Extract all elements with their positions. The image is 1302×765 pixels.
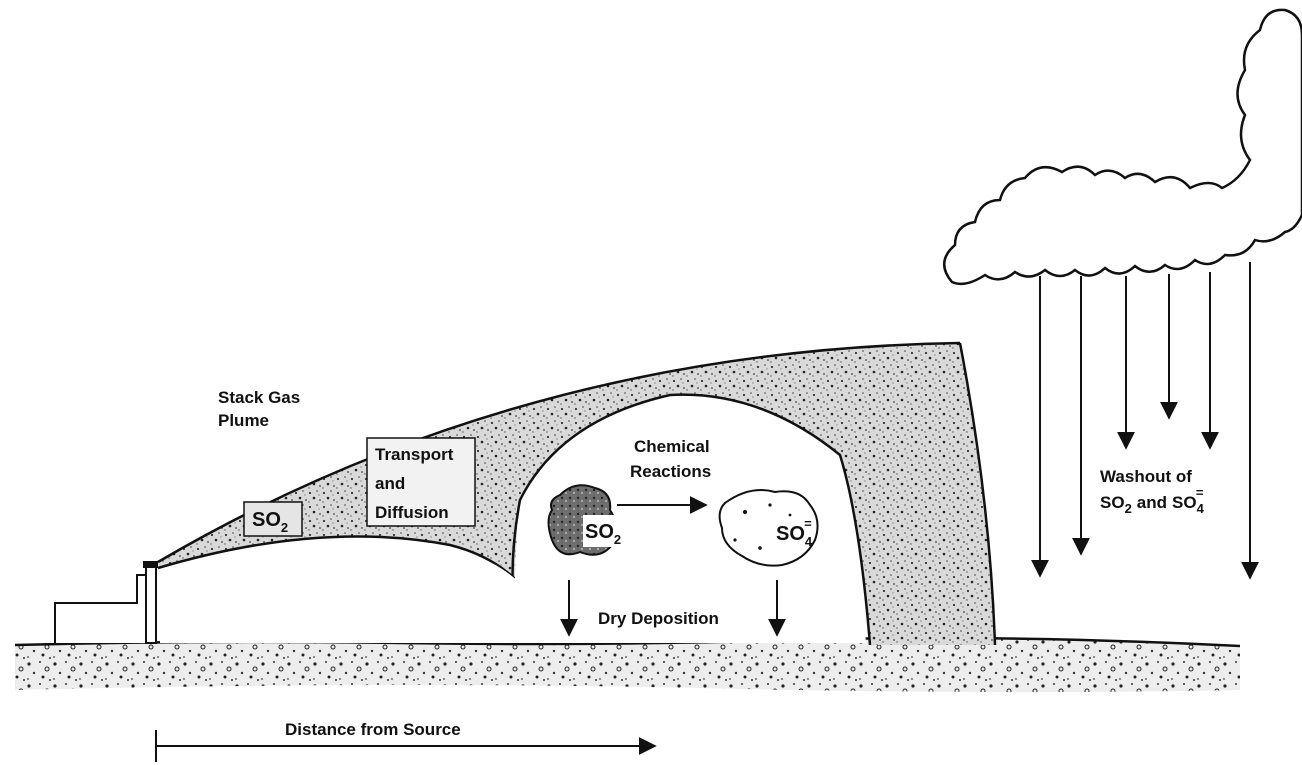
cloud [944,10,1302,284]
stack-gas-label: Stack Gas [218,388,300,407]
ground [15,638,1240,692]
transport-diffusion-box: Transport and Diffusion [367,438,475,526]
washout-arrows [1040,262,1250,578]
distance-label: Distance from Source [285,720,461,739]
diffusion-label: Diffusion [375,503,449,522]
reactions-label: Reactions [630,462,711,481]
chemical-label: Chemical [634,437,710,456]
plume-label: Plume [218,411,269,430]
distance-axis: Distance from Source [156,720,655,762]
and-label: and [375,474,405,493]
washout-of-label: Washout of [1100,467,1192,486]
plume-so2-label: SO2 [244,502,302,536]
power-plant-building [55,562,158,643]
dry-deposition-label: Dry Deposition [598,609,719,628]
transport-label: Transport [375,445,454,464]
